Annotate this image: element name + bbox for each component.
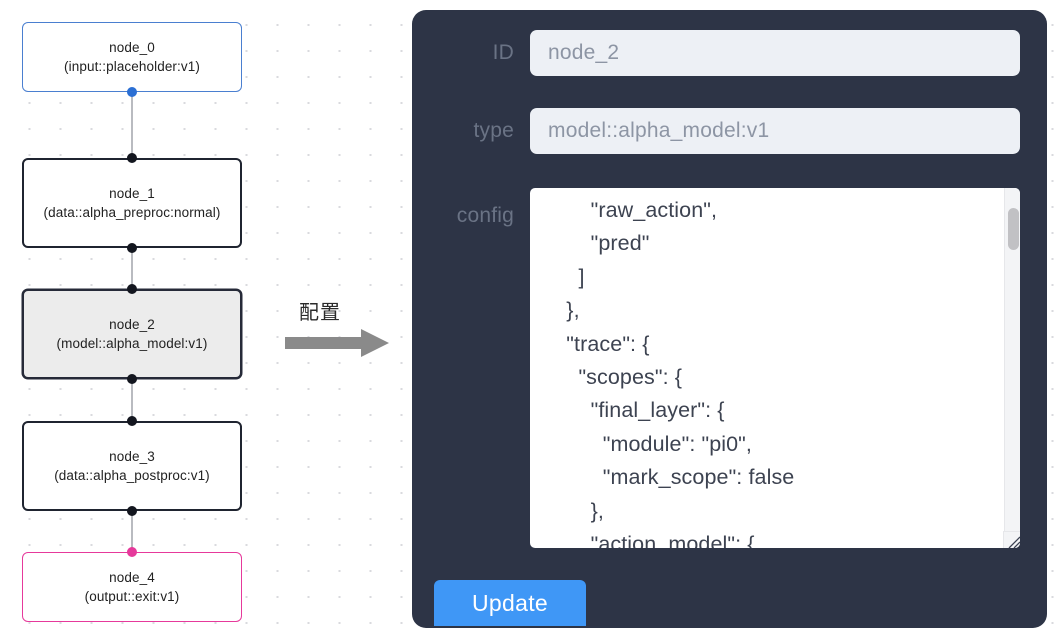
port-node_0-out[interactable] [127, 87, 137, 97]
graph-node-node_1[interactable]: node_1 (data::alpha_preproc:normal) [22, 158, 242, 248]
config-textarea-wrapper: "raw_action", "pred" ] }, "trace": { "sc… [530, 188, 1020, 548]
edge-node2-node3 [131, 378, 133, 422]
port-node_3-in[interactable] [127, 416, 137, 426]
graph-node-label: node_1 (data::alpha_preproc:normal) [43, 186, 221, 220]
edge-node0-node1 [131, 91, 133, 159]
node-config-panel: ID type config "raw_action", "pred" ] },… [412, 10, 1047, 628]
resize-handle-icon[interactable] [1003, 531, 1020, 548]
type-field-label: type [473, 119, 514, 142]
graph-node-node_2[interactable]: node_2 (model::alpha_model:v1) [22, 289, 242, 379]
config-textarea[interactable]: "raw_action", "pred" ] }, "trace": { "sc… [530, 188, 1004, 548]
field-row-id: ID [412, 30, 1047, 76]
field-row-type: type [412, 108, 1047, 154]
graph-node-node_4[interactable]: node_4 (output::exit:v1) [22, 552, 242, 622]
configure-annotation: 配置 [285, 296, 397, 362]
graph-node-label: node_3 (data::alpha_postproc:v1) [54, 449, 210, 483]
field-row-config: config "raw_action", "pred" ] }, "trace"… [412, 188, 1047, 548]
port-node_1-out[interactable] [127, 243, 137, 253]
edge-node3-node4 [131, 510, 133, 553]
graph-node-node_3[interactable]: node_3 (data::alpha_postproc:v1) [22, 421, 242, 511]
config-scrollbar-thumb[interactable] [1008, 208, 1019, 250]
arrow-right-icon [285, 329, 389, 357]
configure-caption: 配置 [299, 300, 341, 324]
graph-node-label: node_4 (output::exit:v1) [84, 570, 180, 604]
port-node_1-in[interactable] [127, 153, 137, 163]
id-input[interactable] [530, 30, 1020, 76]
port-node_3-out[interactable] [127, 506, 137, 516]
port-node_2-in[interactable] [127, 284, 137, 294]
port-node_2-out[interactable] [127, 374, 137, 384]
graph-node-label: node_0 (input::placeholder:v1) [64, 40, 200, 74]
resize-grip-icon [1008, 536, 1020, 548]
update-button[interactable]: Update [434, 580, 586, 626]
config-scrollbar[interactable] [1004, 188, 1020, 531]
type-input[interactable] [530, 108, 1020, 154]
config-field-label: config [456, 204, 514, 227]
edge-node1-node2 [131, 247, 133, 290]
id-field-label: ID [492, 41, 514, 64]
port-node_4-in[interactable] [127, 547, 137, 557]
graph-node-label: node_2 (model::alpha_model:v1) [56, 317, 208, 351]
node-graph: node_0 (input::placeholder:v1) node_1 (d… [0, 0, 270, 643]
graph-node-node_0[interactable]: node_0 (input::placeholder:v1) [22, 22, 242, 92]
